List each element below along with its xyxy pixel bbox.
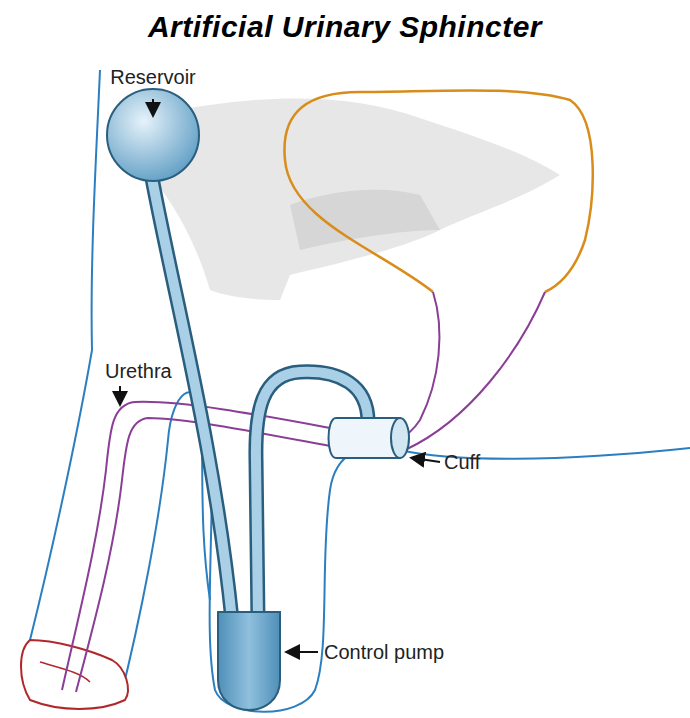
cuff-tube [256,372,368,620]
bladder-neck [400,292,439,437]
pubic-shadow [150,98,560,300]
body-outline [30,70,100,640]
leader-arrow [413,458,440,462]
glans [21,640,128,709]
diagram-title: Artificial Urinary Sphincter [148,10,542,44]
cuff [329,418,401,458]
leader-arrow [152,99,154,114]
part-label: Reservoir [110,66,196,88]
leader-arrow [119,386,121,403]
body-outline [120,392,210,700]
pubic-shadow-arm [290,190,440,250]
cuff-end [391,418,409,458]
body-outline-back [606,70,650,330]
part-label: Urethra [105,360,172,382]
reservoir-tube [152,178,232,620]
urethra [62,402,330,690]
cuff-tube [256,372,368,620]
leader-arrow [288,651,318,653]
bladder-neck [405,292,545,450]
bladder [284,90,592,292]
part-label: Cuff [444,451,480,473]
part-label: Control pump [324,641,444,663]
scrotum-outline [210,447,690,712]
reservoir-balloon [107,89,199,181]
control-pump [218,612,280,710]
reservoir-tube [152,178,232,620]
